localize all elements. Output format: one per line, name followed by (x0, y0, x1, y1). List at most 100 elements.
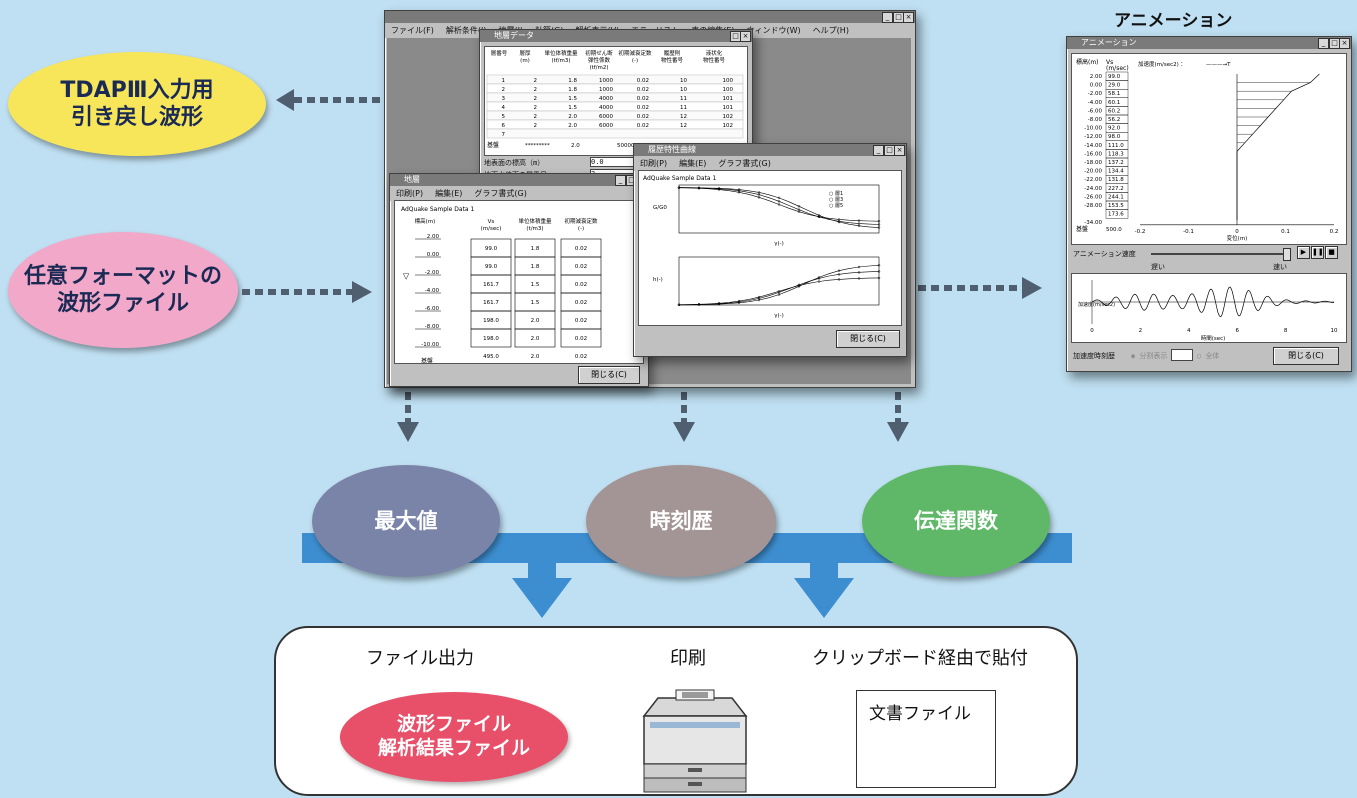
soil-field1-input[interactable]: 0.0 (590, 157, 638, 167)
strata-value: 0.02 (575, 336, 587, 342)
anim-disp-tick-2: 0 (1235, 229, 1239, 235)
max-value-label: 最大値 (374, 508, 438, 533)
curve-min-button[interactable]: _ (873, 145, 884, 156)
soil-base-value: 2.0 (571, 143, 580, 149)
strata-close-button[interactable]: 閉じる(C) (578, 366, 640, 384)
soil-row (486, 74, 744, 85)
curve-menu-item-2[interactable]: グラフ書式(G) (718, 159, 771, 168)
soil-cell: 1000 (599, 78, 613, 84)
anim-base-label: 基盤 (1076, 225, 1088, 233)
anim-elev-3: -4.00 (1088, 100, 1103, 106)
anim-vs-0: 99.0 (1108, 74, 1121, 80)
soil-header-5: 物性番号 (661, 56, 684, 64)
main-menu-item-1[interactable]: 解析条件(J) (445, 26, 487, 35)
strata-elev-2: -2.00 (425, 270, 440, 276)
anim-elev-11: -20.00 (1084, 169, 1102, 175)
main-menu-item-0[interactable]: ファイル(F) (391, 26, 434, 35)
soil-header-3: 初期せん断 (585, 49, 613, 57)
anim-fast-label: 速い (1273, 263, 1287, 271)
strata-header-2: (t/m3) (526, 226, 543, 232)
curve-marker (797, 208, 801, 211)
soil-title-bar: 地層データ □ × (480, 30, 752, 42)
curve-close-x[interactable]: × (894, 145, 905, 156)
anim-vs-11: 134.4 (1108, 169, 1124, 175)
soil-row (486, 110, 744, 121)
strata-value: 2.0 (531, 354, 540, 360)
anim-speed-thumb[interactable] (1283, 248, 1291, 261)
main-menu-item-7[interactable]: ウィンドウ(W) (746, 26, 801, 35)
file-output-bubble-label: 波形ファイル 解析結果ファイル (377, 713, 530, 759)
anim-pause-button[interactable]: ❚❚ (1311, 246, 1324, 259)
anim-vs-cell (1105, 209, 1129, 219)
strata-menu-item-0[interactable]: 印刷(P) (396, 189, 424, 198)
anim-col-vs: Vs (1106, 59, 1113, 66)
wave-tick-0: 0 (1090, 328, 1094, 334)
strata-value: 161.7 (483, 282, 499, 288)
anim-disp-tick-4: 0.2 (1330, 229, 1339, 235)
soil-cell: 102 (723, 123, 734, 129)
close-button[interactable]: × (903, 12, 914, 23)
strata-value: 495.0 (483, 354, 499, 360)
soil-header-2: 単位体積重量 (544, 49, 578, 57)
soil-row (486, 101, 744, 112)
curve-series-2 (679, 265, 880, 306)
strata-elev-1: 0.00 (427, 252, 440, 258)
soil-cell: 101 (723, 96, 734, 102)
strata-menu-item-1[interactable]: 編集(E) (435, 189, 463, 198)
strata-min-button[interactable]: _ (615, 175, 626, 186)
anim-elev-7: -12.00 (1084, 134, 1102, 140)
anim-elev-10: -18.00 (1084, 160, 1102, 166)
curve-ylabel: G/G0 (653, 205, 667, 211)
curve-menu-item-0[interactable]: 印刷(P) (640, 159, 668, 168)
soil-cell: 2 (534, 123, 538, 129)
curve-menu-item-1[interactable]: 編集(E) (679, 159, 707, 168)
strata-header-3: (-) (578, 226, 584, 232)
wave-tick-5: 10 (1331, 328, 1338, 334)
anim-radio2[interactable]: ○ 全体 (1197, 352, 1220, 360)
minimize-button[interactable]: _ (882, 12, 893, 23)
anim-disp-profile (1236, 73, 1320, 221)
max-value-bubble: 最大値 (312, 465, 500, 577)
anim-profile-svg: 標高(m)Vs(m/sec)加速度(m/sec2) ：———→T2.000.00… (1076, 58, 1339, 242)
wave-tick-2: 4 (1187, 328, 1191, 334)
anim-close-x[interactable]: × (1339, 38, 1350, 49)
soil-cell: 4000 (599, 96, 613, 102)
anim-play-button[interactable]: ▶ (1297, 246, 1310, 259)
anim-radio1[interactable]: ◉ 分割表示 (1131, 352, 1168, 360)
file-output-bubble: 波形ファイル 解析結果ファイル (340, 692, 568, 782)
soil-cell: 101 (723, 105, 734, 111)
main-menu-item-8[interactable]: ヘルプ(H) (812, 26, 849, 35)
anim-split-input[interactable] (1171, 349, 1193, 361)
anim-speed-slider[interactable] (1151, 253, 1291, 255)
soil-close-button[interactable]: × (740, 31, 751, 42)
soil-base-value: ********* (525, 143, 550, 149)
anim-vs-9: 118.3 (1108, 151, 1124, 157)
strata-caption: AdQuake Sample Data 1 (401, 206, 475, 213)
strata-menu: 印刷(P) 編集(E) グラフ書式(G) (390, 186, 648, 201)
tdap-input-label: TDAPⅢ入力用 引き戻し波形 (60, 77, 214, 131)
soil-cell: 2.0 (568, 114, 577, 120)
soil-cell: 12 (680, 114, 687, 120)
strata-elev-5: -8.00 (425, 324, 440, 330)
curve-close-button[interactable]: 閉じる(C) (836, 330, 900, 348)
anim-min-button[interactable]: _ (1318, 38, 1329, 49)
anim-vs-3: 60.1 (1108, 100, 1120, 106)
strata-header-3: 初期減衰定数 (564, 217, 598, 225)
anim-stop-button[interactable]: ■ (1325, 246, 1338, 259)
soil-header-4: (-) (632, 58, 638, 64)
anim-disp-tick-0: -0.2 (1135, 229, 1146, 235)
strata-menu-item-2[interactable]: グラフ書式(G) (474, 189, 527, 198)
any-format-label: 任意フォーマットの 波形ファイル (23, 263, 222, 317)
strata-value: 0.02 (575, 282, 587, 288)
soil-cell: 4 (502, 105, 506, 111)
anim-close-button[interactable]: 閉じる(C) (1273, 347, 1339, 365)
curve-marker (777, 203, 781, 206)
arrow-left-head (276, 89, 294, 111)
soil-cell: 0.02 (637, 114, 649, 120)
curve-legend-1: ○ 層3 (829, 197, 843, 203)
wave-ylabel: 加速度(m/sec2) (1078, 301, 1115, 308)
soil-cell: 1.8 (568, 78, 577, 84)
